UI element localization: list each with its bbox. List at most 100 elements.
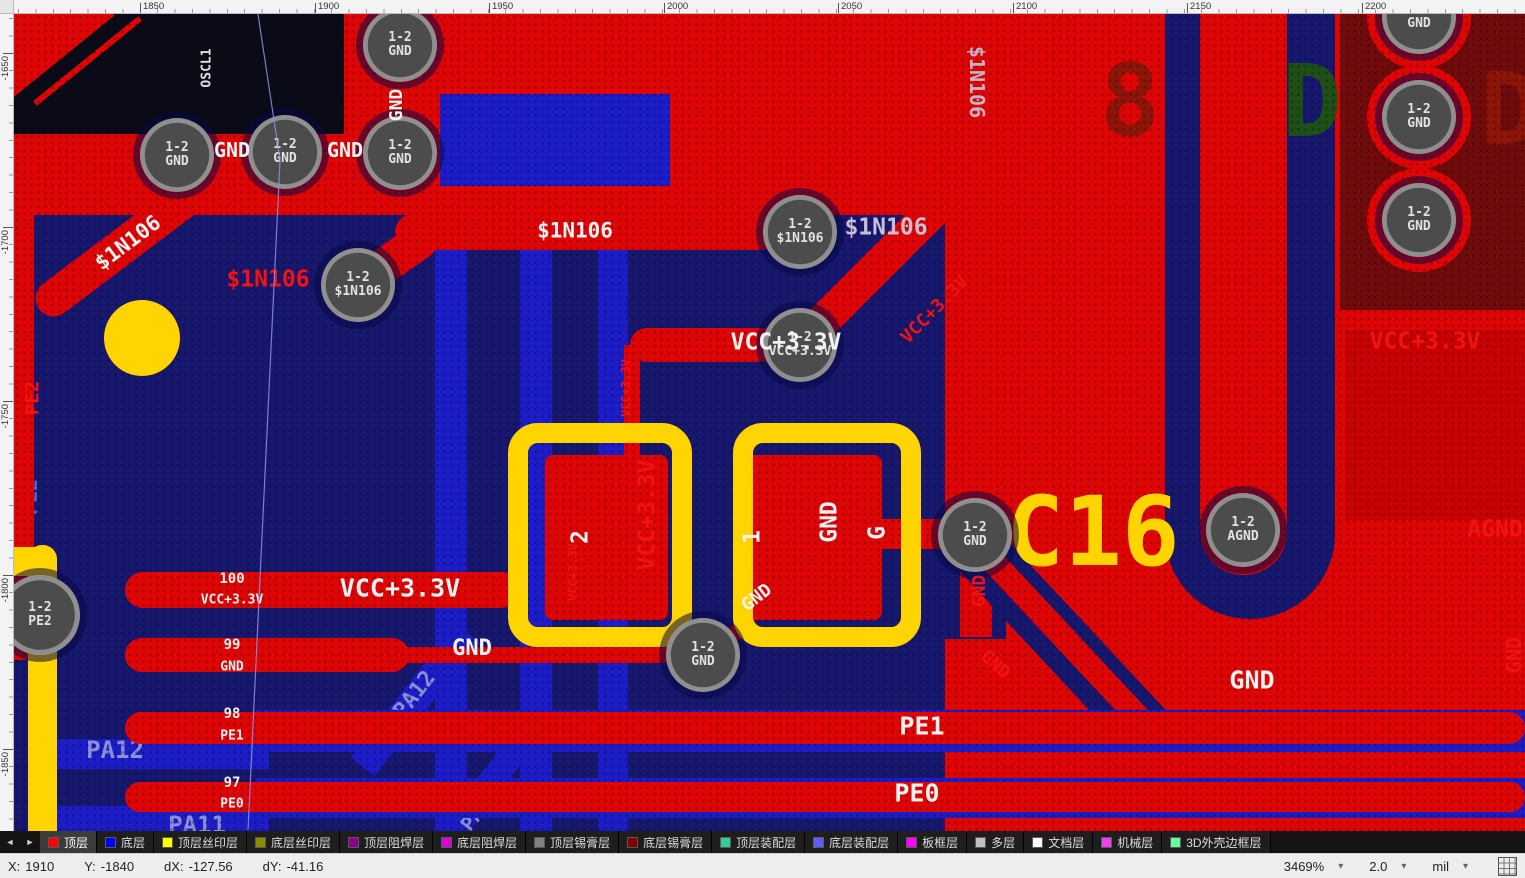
layer-tab-top-solder-mask[interactable]: 顶层阻焊层	[340, 831, 434, 853]
pin98-trace[interactable]	[125, 712, 1525, 744]
net-label-vcc-pad[interactable]: VCC+3.3V	[634, 459, 661, 571]
net-label-agnd[interactable]: AGND	[1467, 516, 1523, 543]
net-label-vcc-pin100[interactable]: VCC+3.3V	[339, 573, 461, 603]
top-copper-plane-dark[interactable]	[1345, 330, 1525, 520]
bottom-trace-region[interactable]	[440, 94, 670, 186]
net-label-gnd-v8-vert[interactable]: GND	[969, 574, 990, 608]
net-label-1n106-h[interactable]: $1N106	[537, 218, 613, 243]
layer-tab-bottom-paste[interactable]: 底层锡膏层	[619, 831, 713, 853]
grid-size-select[interactable]: 2.0 ▾	[1369, 859, 1406, 874]
pin97-number[interactable]: 97	[223, 775, 241, 791]
tabs-next-icon[interactable]: ►	[25, 837, 35, 847]
net-label-vcc-stub[interactable]: VCC+3.3V	[619, 359, 633, 417]
net-label-pa11[interactable]: PA11	[168, 811, 226, 831]
net-label-gnd-b[interactable]: GND	[326, 138, 364, 162]
via-span-label: 1-2	[273, 136, 297, 152]
pcb-canvas[interactable]: PA12PA12PA11PA1PE28DDC161-2GND1-2GND1-2G…	[14, 14, 1525, 831]
label-8[interactable]: 8	[1099, 42, 1161, 159]
net-label-gnd-c[interactable]: GND	[386, 88, 407, 122]
via-1n106-left[interactable]: 1-2$1N106	[321, 248, 395, 322]
pin99-number[interactable]: 99	[223, 637, 241, 653]
pad-1[interactable]	[737, 455, 882, 620]
pin98-net[interactable]: PE1	[220, 728, 244, 744]
pe2-trace-left[interactable]	[14, 205, 34, 660]
pin100-trace[interactable]	[125, 572, 520, 608]
pad-number-1[interactable]: 1	[739, 530, 766, 544]
pin98-number[interactable]: 98	[223, 706, 241, 722]
top-copper-band-upper[interactable]	[440, 14, 670, 94]
layer-tab-multi-layer[interactable]: 多层	[967, 831, 1025, 853]
pin99-trace[interactable]	[125, 638, 409, 672]
layer-tab-bottom-assembly[interactable]: 底层装配层	[805, 831, 899, 853]
net-label-pe2-red[interactable]: PE2	[21, 380, 44, 416]
layer-tab-document[interactable]: 文档层	[1024, 831, 1094, 853]
net-label-gnd-right[interactable]: GND	[1229, 665, 1275, 695]
net-label-gnd-pin99[interactable]: GND	[452, 636, 492, 661]
net-label-gnd-pad[interactable]: GND	[816, 501, 843, 543]
pin100-number[interactable]: 100	[219, 571, 245, 587]
label-d2[interactable]: D	[1479, 51, 1525, 168]
net-label-vcc-pad-small[interactable]: VCC+3.3V	[566, 543, 580, 601]
layer-tab-top-layer[interactable]: 顶层	[40, 831, 98, 853]
silkscreen-outline-left[interactable]	[508, 423, 692, 647]
pin97-trace[interactable]	[125, 782, 1525, 812]
layer-tab-top-paste[interactable]: 顶层锡膏层	[526, 831, 620, 853]
ruler-corner	[0, 0, 14, 14]
pin97-net[interactable]: PE0	[220, 796, 244, 812]
designator-c16[interactable]: C16	[1006, 476, 1180, 588]
net-label-vcc-main[interactable]: VCC+3.3V	[730, 329, 842, 356]
via-span-label: 1-2	[165, 139, 189, 155]
layer-tab-3d-shell-outline[interactable]: 3D外壳边框层	[1162, 831, 1271, 853]
pad-number-2[interactable]: 2	[567, 530, 594, 544]
ref-oscl1[interactable]: OSCL1	[199, 48, 215, 88]
label-d1[interactable]: D	[1281, 43, 1343, 160]
tabs-prev-icon[interactable]: ◄	[5, 837, 15, 847]
pad-2[interactable]	[545, 455, 668, 620]
net-label-1n106-gray[interactable]: $1N106	[844, 214, 928, 241]
net-label-pe1[interactable]: PE1	[899, 711, 945, 741]
net-label-1n106-red[interactable]: $1N106	[226, 266, 310, 293]
unit-select[interactable]: mil ▾	[1432, 859, 1468, 874]
net-label-pe0[interactable]: PE0	[894, 778, 940, 808]
layer-tab-label: 文档层	[1048, 835, 1085, 850]
silkscreen-outline-right[interactable]	[733, 423, 921, 647]
ruler-tick	[3, 227, 13, 228]
layer-tab-bottom-silkscreen[interactable]: 底层丝印层	[247, 831, 341, 853]
net-label-gnd-edge[interactable]: GND	[1502, 636, 1525, 674]
zoom-select[interactable]: 3469% ▾	[1284, 859, 1344, 874]
agnd-trace-vertical[interactable]	[1200, 14, 1287, 575]
pin99-trace-thin[interactable]	[380, 647, 710, 663]
silkscreen-dot[interactable]	[104, 300, 180, 376]
layer-color-swatch	[534, 836, 546, 848]
net-label-g-partial[interactable]: G	[864, 526, 891, 540]
pin99-net[interactable]: GND	[220, 659, 244, 675]
top-copper-band-lower[interactable]	[440, 186, 670, 215]
net-label-vcc-right[interactable]: VCC+3.3V	[1369, 328, 1481, 355]
via-1n106-right[interactable]: 1-2$1N106	[763, 195, 837, 269]
layer-tab-bottom-solder-mask[interactable]: 底层阻焊层	[433, 831, 527, 853]
via-net-label: GND	[165, 154, 189, 169]
layer-tab-top-assembly[interactable]: 顶层装配层	[712, 831, 806, 853]
trace-1n106-h[interactable]	[395, 214, 815, 250]
grid-toggle-icon[interactable]	[1498, 856, 1517, 876]
pin100-net[interactable]: VCC+3.3V	[200, 592, 264, 608]
layer-tab-board-outline[interactable]: 板框层	[898, 831, 968, 853]
layer-tab-top-silkscreen[interactable]: 顶层丝印层	[154, 831, 248, 853]
layer-tab-bottom-layer[interactable]: 底层	[97, 831, 155, 853]
layer-tab-mechanical[interactable]: 机械层	[1093, 831, 1163, 853]
bottom-trace-pa12[interactable]	[54, 739, 269, 769]
net-label-gnd-a[interactable]: GND	[213, 138, 251, 162]
net-label-1n106-vert[interactable]: $1N106	[965, 45, 989, 119]
